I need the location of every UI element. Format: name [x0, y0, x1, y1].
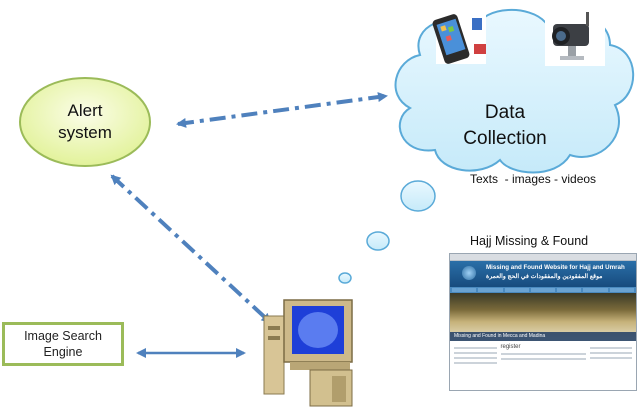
alert-system-node: [19, 77, 151, 167]
website-photo: Missing and Found in Mecca and Madina: [450, 293, 636, 341]
computer-icon: [263, 299, 353, 407]
website-body: register: [450, 341, 636, 370]
website-header-title: Missing and Found Website for Hajj and U…: [486, 264, 625, 271]
security-camera-icon: [545, 10, 605, 66]
thought-bubble-medium: [366, 231, 390, 251]
alert-system-label-line2: system: [58, 123, 112, 142]
website-photo-caption: Missing and Found in Mecca and Madina: [450, 332, 636, 341]
alert-system-label: Alert system: [30, 100, 140, 144]
website-screenshot: Missing and Found Website for Hajj and U…: [449, 253, 637, 391]
image-search-engine-label: Image Search Engine: [24, 329, 102, 359]
website-register-label: register: [500, 344, 521, 350]
website-header-arabic: موقع المفقودين والمفقودات في الحج والعمر…: [486, 273, 603, 280]
browser-bar: [450, 254, 636, 261]
globe-icon: [462, 266, 476, 280]
data-sources-caption: Texts - images - videos: [470, 172, 597, 186]
website-caption: Hajj Missing & Found: [470, 234, 589, 248]
data-collection-label-line2: Collection: [463, 128, 547, 149]
data-collection-label: Data Collection: [430, 100, 580, 152]
website-nav: [450, 287, 636, 293]
smartphone-icon: [432, 12, 486, 64]
website-header: Missing and Found Website for Hajj and U…: [450, 261, 636, 287]
image-search-engine-box: Image Search Engine: [2, 322, 124, 366]
data-collection-label-line1: Data: [484, 102, 526, 123]
arrow-alert-computer: [110, 174, 272, 324]
thought-bubble-large: [400, 180, 436, 212]
arrow-alert-data: [176, 92, 388, 128]
thought-bubble-small: [338, 272, 352, 284]
alert-system-label-line1: Alert: [67, 101, 103, 120]
